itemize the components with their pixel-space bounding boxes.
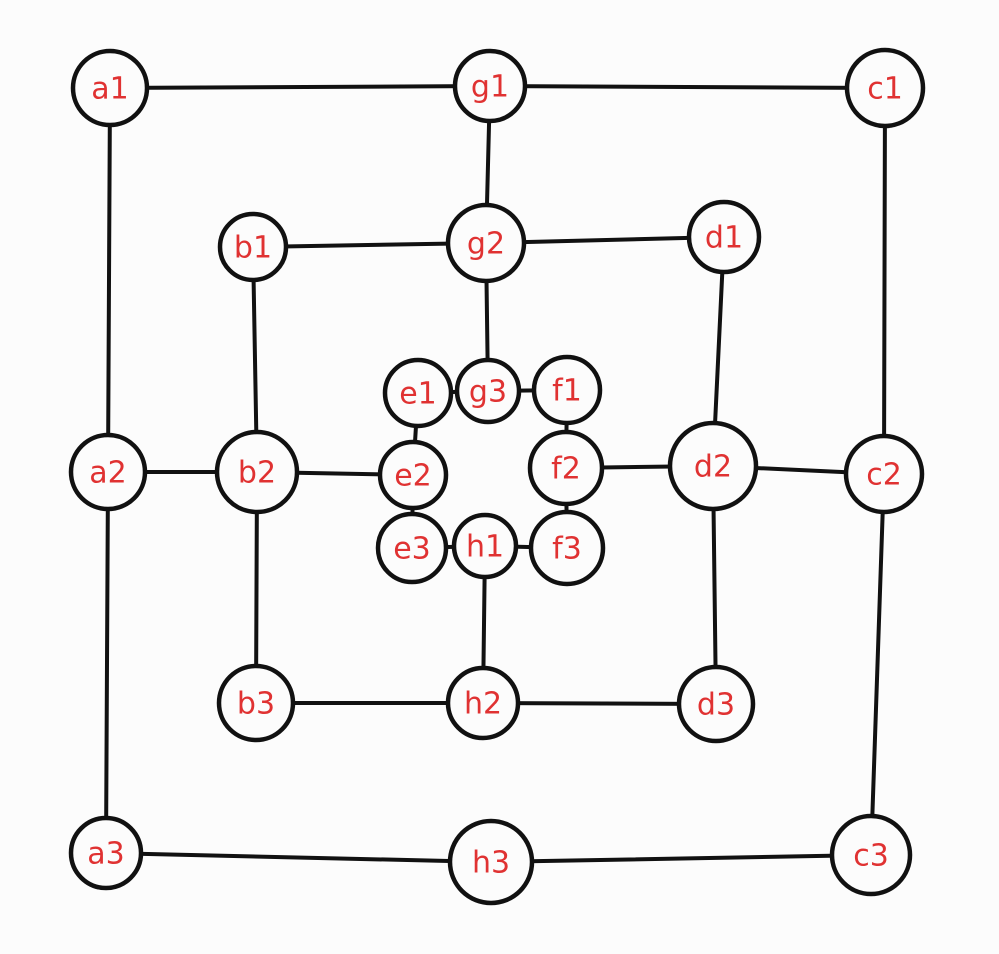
- node-circle-a2: [68, 432, 148, 512]
- node-e2: e2: [377, 439, 449, 511]
- node-label-h2: h2: [464, 687, 502, 722]
- node-circle-c1: [844, 47, 926, 129]
- node-circle-b1: [217, 211, 289, 283]
- node-a3: a3: [68, 815, 144, 891]
- node-label-a3: a3: [87, 837, 124, 872]
- node-label-c2: c2: [866, 458, 902, 493]
- node-circle-e3: [375, 511, 449, 585]
- node-label-e2: e2: [394, 459, 432, 494]
- node-label-d1: d1: [705, 221, 743, 256]
- node-circle-a1: [70, 48, 150, 128]
- node-label-g1: g1: [471, 70, 509, 105]
- node-c3: c3: [829, 813, 913, 897]
- node-h1: h1: [451, 512, 519, 580]
- node-c2: c2: [843, 433, 925, 515]
- node-circle-b3: [216, 663, 296, 743]
- node-label-f1: f1: [552, 374, 582, 409]
- node-circle-f2: [527, 429, 605, 507]
- node-b3: b3: [216, 663, 296, 743]
- node-h3: h3: [447, 818, 535, 906]
- node-label-c3: c3: [853, 839, 889, 874]
- node-circle-g1: [452, 48, 528, 124]
- node-circle-e1: [382, 357, 454, 429]
- node-d1: d1: [686, 199, 762, 275]
- node-g1: g1: [452, 48, 528, 124]
- node-label-a2: a2: [89, 456, 126, 491]
- node-label-e3: e3: [393, 532, 431, 567]
- node-d2: d2: [667, 420, 759, 512]
- node-g3: g3: [454, 357, 522, 425]
- node-circle-a3: [68, 815, 144, 891]
- node-b2: b2: [214, 429, 300, 515]
- node-label-b1: b1: [234, 231, 272, 266]
- node-label-d2: d2: [694, 450, 732, 485]
- node-g2: g2: [445, 202, 527, 284]
- node-circle-c3: [829, 813, 913, 897]
- node-e1: e1: [382, 357, 454, 429]
- edge-g1-c1: [488, 84, 887, 90]
- node-label-f3: f3: [552, 532, 582, 567]
- node-circle-h3: [447, 818, 535, 906]
- node-circle-g2: [445, 202, 527, 284]
- nodes-layer: a1 g1 c1 b1 g2 d1 e1 g3 f1 a2 b2 e2 f2 d2 c2 e3 h1 f3 b3 h2…: [68, 47, 926, 906]
- edge-c2-c3: [869, 472, 886, 857]
- edge-c1-c2: [882, 86, 887, 476]
- node-b1: b1: [217, 211, 289, 283]
- node-label-e1: e1: [399, 377, 437, 412]
- node-a1: a1: [70, 48, 150, 128]
- node-label-b3: b3: [237, 687, 275, 722]
- node-circle-b2: [214, 429, 300, 515]
- node-circle-d2: [667, 420, 759, 512]
- node-circle-e2: [377, 439, 449, 511]
- node-label-h1: h1: [466, 530, 504, 565]
- edge-a2-a3: [104, 470, 110, 855]
- node-circle-f3: [528, 509, 606, 587]
- node-h2: h2: [445, 665, 521, 741]
- node-circle-c2: [843, 433, 925, 515]
- node-d3: d3: [676, 664, 756, 744]
- node-circle-h1: [451, 512, 519, 580]
- node-circle-d1: [686, 199, 762, 275]
- edge-a1-a2: [106, 86, 112, 474]
- node-circle-d3: [676, 664, 756, 744]
- node-label-g3: g3: [469, 375, 507, 410]
- node-label-h3: h3: [472, 846, 510, 881]
- node-circle-h2: [445, 665, 521, 741]
- edge-a1-g1: [108, 84, 492, 90]
- node-label-b2: b2: [238, 456, 276, 491]
- edge-h3-c3: [489, 853, 873, 864]
- node-label-f2: f2: [551, 452, 581, 487]
- node-label-d3: d3: [697, 688, 735, 723]
- node-f2: f2: [527, 429, 605, 507]
- edge-a3-h3: [104, 851, 493, 864]
- node-f3: f3: [528, 509, 606, 587]
- node-a2: a2: [68, 432, 148, 512]
- node-f1: f1: [531, 354, 603, 426]
- node-label-g2: g2: [467, 227, 505, 262]
- node-c1: c1: [844, 47, 926, 129]
- node-circle-g3: [454, 357, 522, 425]
- node-label-c1: c1: [867, 72, 903, 107]
- node-label-a1: a1: [91, 72, 128, 107]
- node-e3: e3: [375, 511, 449, 585]
- node-circle-f1: [531, 354, 603, 426]
